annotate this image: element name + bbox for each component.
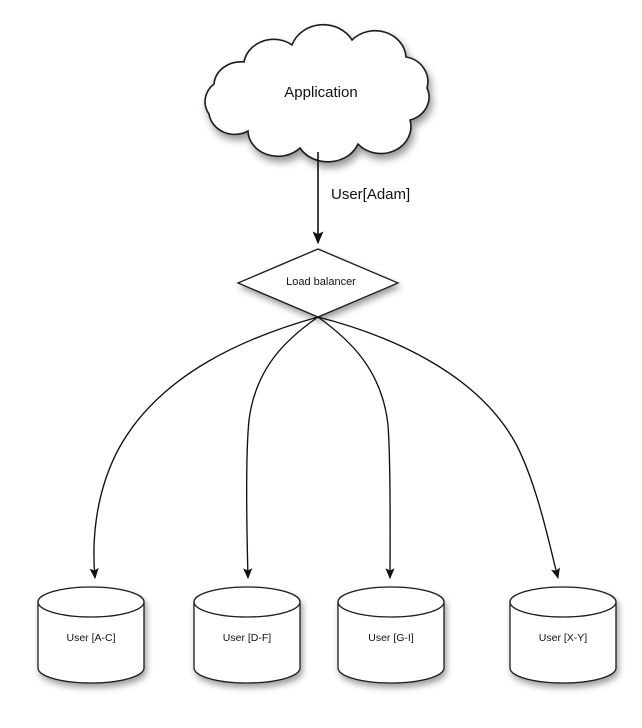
node-application-shape[interactable]	[204, 23, 430, 163]
node-db-d-f-shape[interactable]	[193, 586, 301, 684]
node-load-balancer-shape[interactable]	[236, 248, 400, 318]
edge-load-balancer-to-db-d-f	[243, 316, 319, 580]
edge-load-balancer-to-db-a-c	[89, 316, 319, 580]
node-db-g-i-shape[interactable]	[337, 586, 445, 684]
edge-load-balancer-to-db-g-i	[317, 316, 395, 580]
node-db-x-y-shape[interactable]	[509, 586, 617, 684]
edge-load-balancer-to-db-x-y	[317, 316, 560, 580]
node-db-a-c-shape[interactable]	[37, 586, 145, 684]
